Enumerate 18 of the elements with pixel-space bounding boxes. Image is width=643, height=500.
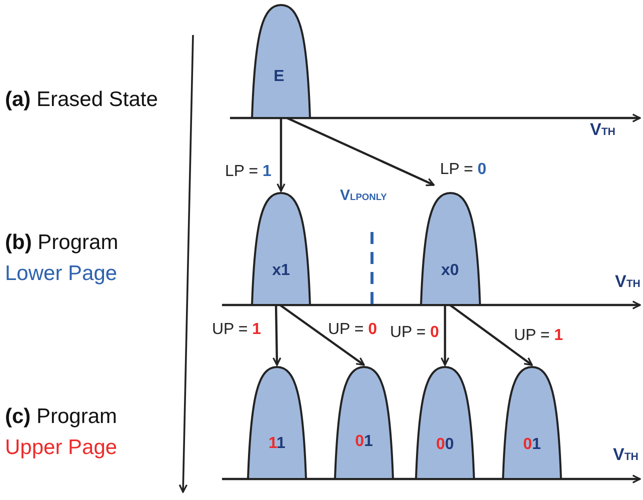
state-label: x0 (441, 263, 459, 279)
arrow (440, 305, 450, 366)
arrow (286, 117, 435, 186)
stage-label: Lower Page (5, 263, 118, 284)
stage-label: (a) Erased State (5, 89, 158, 110)
arrow (279, 304, 365, 366)
state-label: 11 (268, 436, 286, 452)
state-label: 00 (436, 437, 454, 453)
arrow (272, 304, 282, 366)
state-label: 01 (523, 437, 541, 453)
stage-label: (b) Program (5, 232, 118, 253)
stage-label: (c) Program (5, 406, 118, 427)
arrow (276, 118, 286, 192)
stage-label: Upper Page (5, 437, 118, 458)
state-label: 01 (355, 434, 373, 450)
state-label: x1 (272, 263, 290, 279)
arrow (449, 304, 533, 366)
state-label: E (274, 69, 284, 85)
